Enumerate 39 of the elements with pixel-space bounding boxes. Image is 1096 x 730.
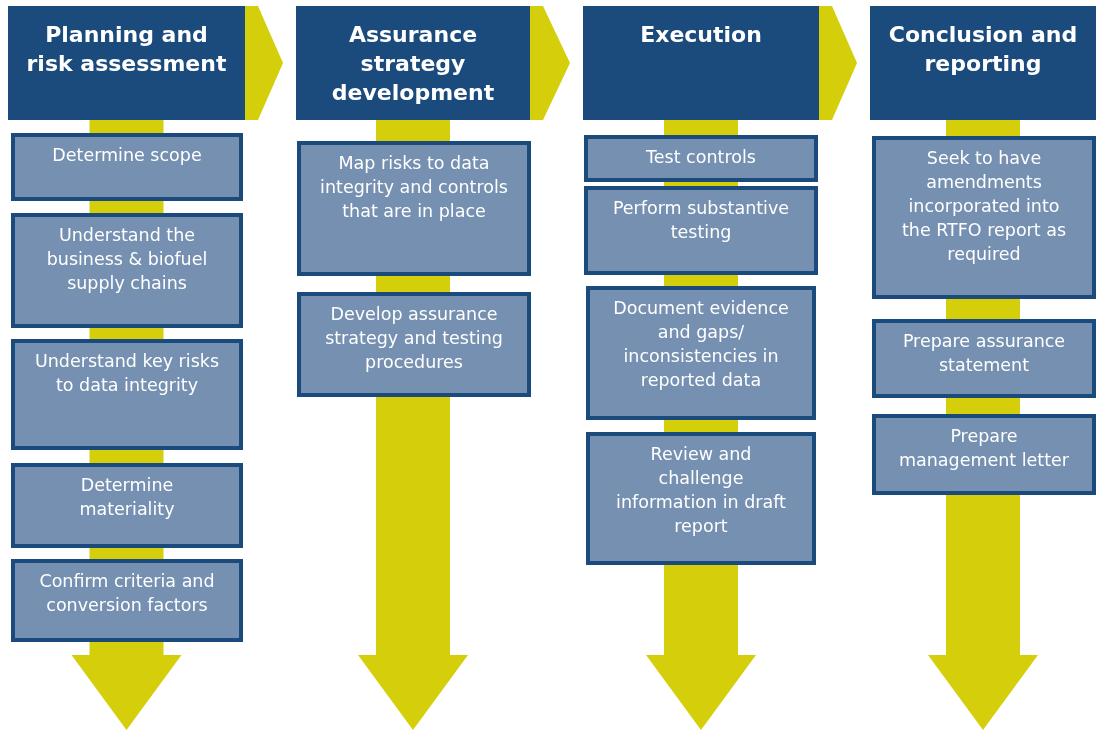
step-box — [586, 432, 816, 565]
step-box — [297, 292, 531, 397]
step-box — [872, 136, 1096, 299]
step-box — [586, 286, 816, 420]
step-text: Assurance strategy development — [330, 21, 496, 107]
step-box — [11, 213, 243, 328]
step-text: Review and challenge information in draft report — [615, 443, 787, 538]
step-text: Test controls — [646, 146, 756, 169]
step-box — [297, 141, 531, 276]
phase-header — [870, 6, 1096, 120]
step-text: Conclusion and reporting — [888, 21, 1078, 78]
step-text: Perform substantive testing — [611, 197, 791, 244]
step-text: Planning and risk assessment — [26, 21, 227, 78]
step-box — [11, 559, 243, 642]
chevron-arrow — [245, 6, 283, 120]
step-text: Understand key risks to data integrity — [33, 350, 221, 397]
step-text: Prepare management letter — [897, 425, 1071, 472]
step-text: Execution — [640, 21, 762, 49]
step-text: Document evidence and gaps/ inconsistencies in reported data — [612, 297, 790, 392]
chevron-arrow — [530, 6, 570, 120]
step-box — [872, 319, 1096, 398]
step-box — [584, 186, 818, 275]
phase-header — [296, 6, 530, 120]
step-box — [11, 463, 243, 548]
step-text: Map risks to data integrity and controls that are in place — [319, 152, 509, 223]
step-text: Seek to have amendments incorporated into the RTFO report as required — [900, 147, 1068, 266]
step-text: Understand the business & biofuel supply chains — [45, 224, 209, 295]
phase-header — [8, 6, 245, 120]
step-text: Confirm criteria and conversion factors — [38, 570, 216, 617]
phase-header — [583, 6, 819, 120]
step-text: Prepare assurance statement — [901, 330, 1067, 377]
step-box — [11, 133, 243, 201]
step-text: Determine scope — [52, 144, 202, 167]
step-text: Develop assurance strategy and testing procedures — [324, 303, 504, 374]
chevron-arrow — [819, 6, 857, 120]
step-box — [872, 414, 1096, 495]
step-box — [584, 135, 818, 182]
step-box — [11, 339, 243, 450]
step-text: Determine materiality — [78, 474, 176, 521]
